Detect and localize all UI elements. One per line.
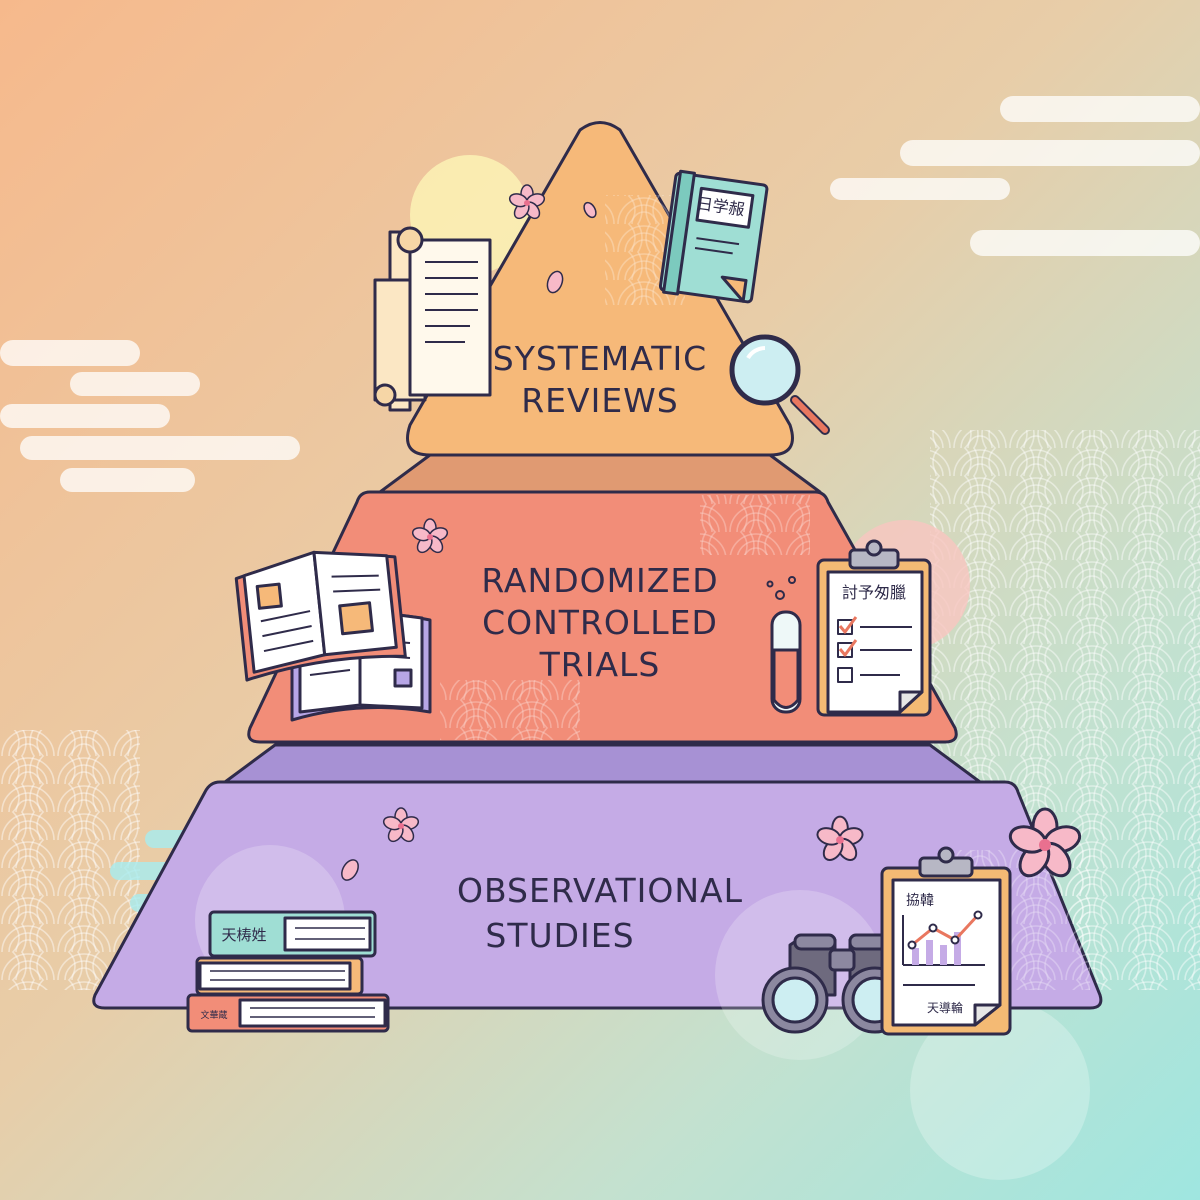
cloud-icon (0, 340, 300, 492)
clipboard-checklist-icon (816, 539, 932, 717)
wave-pattern-left (0, 730, 140, 990)
book-stack-icon (186, 910, 390, 1033)
chart-title: 拹韓 (906, 892, 934, 909)
tier-rct-line3: TRIALS (539, 645, 661, 684)
open-book-icon (234, 550, 407, 682)
tier-connector (223, 743, 982, 784)
magnifier-icon (729, 334, 830, 435)
sun-disc (910, 1000, 1090, 1180)
chart-clipboard-icon (880, 846, 1012, 1036)
clipboard-title: 討予匆臘 (842, 583, 906, 602)
tier-rct-line2: CONTROLLED (482, 603, 718, 642)
tier-rct-line1: RANDOMIZED (481, 561, 718, 600)
tier-systematic-reviews-line1: SYSTEMATIC (493, 339, 707, 378)
sakura-petal (341, 201, 597, 881)
cloud-icon (830, 96, 1200, 256)
scroll-icon (373, 226, 492, 412)
book-stack-bottom-label: 文華蔵 (200, 1009, 227, 1021)
book-icon (658, 169, 769, 304)
chart-footer: 天導輪 (927, 1000, 963, 1015)
tier-observational-studies-line2: STUDIES (485, 916, 634, 955)
book-stack-top-label: 天梼姓 (221, 926, 266, 944)
tier-connector (378, 453, 822, 494)
tier-systematic-reviews-line2: REVIEWS (521, 381, 679, 420)
tier-observational-studies-line1: OBSERVATIONAL (457, 871, 743, 910)
test-tube-icon (766, 576, 802, 714)
